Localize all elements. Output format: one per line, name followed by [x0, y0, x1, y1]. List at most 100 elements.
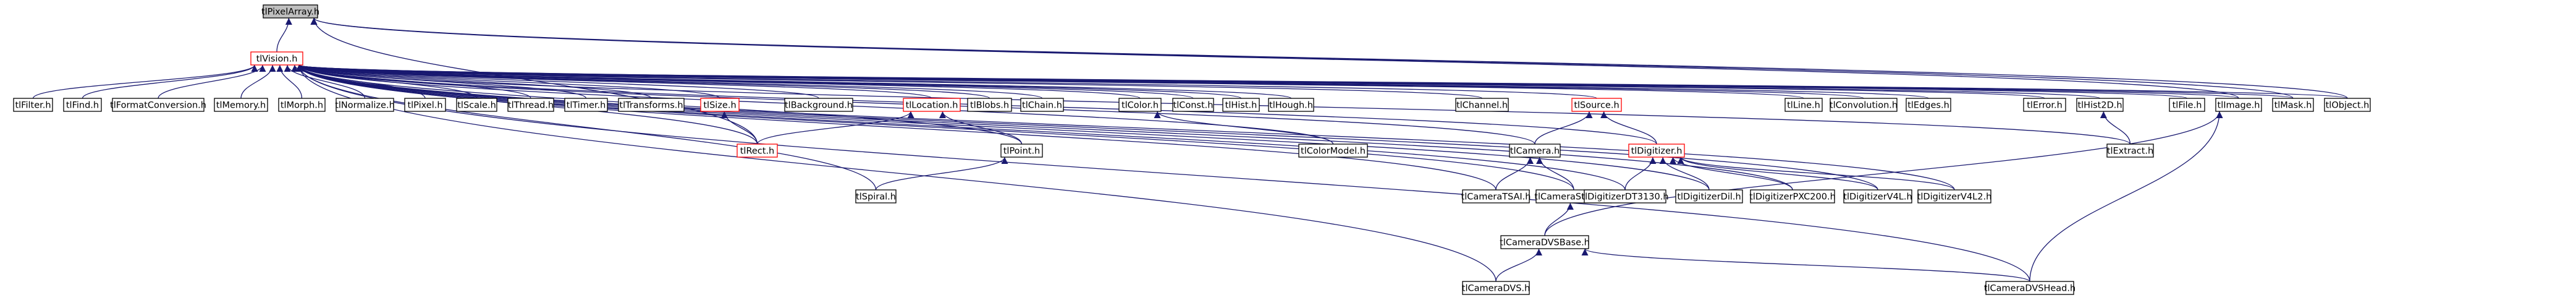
node-tl-digitizer[interactable]: tlDigitizer.h — [1628, 144, 1685, 158]
node-label: tlThread.h — [508, 101, 554, 111]
node-tl-memory[interactable]: tlMemory.h — [214, 98, 268, 112]
node-tl-edges[interactable]: tlEdges.h — [1906, 98, 1951, 112]
node-tl-find[interactable]: tlFind.h — [63, 98, 102, 112]
node-label: tlPixel.h — [407, 101, 442, 111]
node-box — [1830, 98, 1898, 112]
node-tl-mask[interactable]: tlMask.h — [2272, 98, 2314, 112]
node-box — [1020, 98, 1064, 112]
nodes: tlPixelArray.h tlVision.h tlFilter.h tlFind… — [13, 4, 2371, 295]
node-tl-color[interactable]: tlColor.h — [1118, 98, 1162, 112]
node-box — [737, 144, 778, 158]
node-tl-point[interactable]: tlPoint.h — [1000, 144, 1043, 158]
node-tl-transforms[interactable]: tlTransforms.h — [618, 98, 685, 112]
node-tl-size[interactable]: tlSize.h — [700, 98, 740, 112]
node-tl-normalize[interactable]: tlNormalize.h — [335, 98, 395, 112]
node-label: tlCameraDVSBase.h — [1500, 238, 1590, 248]
node-box — [784, 98, 853, 112]
node-label: tlLine.h — [1787, 101, 1820, 111]
node-tl-convolution[interactable]: tlConvolution.h — [1830, 98, 1898, 112]
node-tl-camera[interactable]: tlCamera.h — [1509, 144, 1561, 158]
node-label: tlEdges.h — [1907, 101, 1949, 111]
node-box — [967, 98, 1012, 112]
node-tl-object[interactable]: tlObject.h — [2324, 98, 2371, 112]
node-box — [1750, 189, 1835, 204]
node-tl-rect[interactable]: tlRect.h — [737, 144, 778, 158]
edge-tl-chain-to-tl-vision — [296, 64, 1043, 99]
node-tl-camera-tsai[interactable]: tlCameraTSAI.h — [1461, 189, 1531, 204]
node-tl-camera-dvsbase[interactable]: tlCameraDVSBase.h — [1500, 235, 1590, 249]
node-tl-channel[interactable]: tlChannel.h — [1455, 98, 1509, 112]
node-tl-background[interactable]: tlBackground.h — [784, 98, 853, 112]
node-tl-hist2-d[interactable]: tlHist2D.h — [2076, 98, 2124, 112]
node-tl-image[interactable]: tlImage.h — [2215, 98, 2262, 112]
node-box — [13, 98, 53, 112]
node-tl-timer[interactable]: tlTimer.h — [564, 98, 608, 112]
node-box — [564, 98, 608, 112]
node-box — [2215, 98, 2262, 112]
node-tl-digitizer-dil[interactable]: tlDigitizerDil.h — [1675, 189, 1743, 204]
edge-tl-morph-to-tl-vision — [276, 64, 303, 99]
node-label: tlMorph.h — [281, 101, 323, 111]
node-tl-color-model[interactable]: tlColorModel.h — [1298, 144, 1368, 158]
node-tl-error[interactable]: tlError.h — [2023, 98, 2066, 112]
edge-tl-background-to-tl-vision — [295, 64, 819, 99]
node-tl-digitizer-v4-l[interactable]: tlDigitizerV4L.h — [1843, 189, 1912, 204]
node-label: tlFilter.h — [15, 101, 51, 111]
node-tl-hough[interactable]: tlHough.h — [1268, 98, 1314, 112]
node-tl-pixel-array[interactable]: tlPixelArray.h — [261, 4, 319, 19]
node-tl-morph[interactable]: tlMorph.h — [278, 98, 326, 112]
node-label: tlCameraTSAI.h — [1461, 192, 1531, 202]
edge-tl-camera-dvsbase-to-tl-camera-stereo — [1544, 202, 1574, 236]
node-box — [2023, 98, 2066, 112]
node-tl-format-conversion[interactable]: tlFormatConversion.h — [110, 98, 206, 112]
node-tl-line[interactable]: tlLine.h — [1784, 98, 1823, 112]
node-box — [1455, 98, 1509, 112]
node-tl-extract[interactable]: tlExtract.h — [2106, 144, 2154, 158]
edge-tl-rect-to-tl-size — [720, 111, 758, 145]
node-tl-digitizer-dt3130[interactable]: tlDigitizerDT3130.h — [1581, 189, 1669, 204]
node-label: tlDigitizerPXC200.h — [1749, 192, 1836, 202]
node-tl-thread[interactable]: tlThread.h — [507, 98, 554, 112]
edge-tl-digitizer-dil-to-tl-digitizer — [1659, 156, 1710, 191]
node-tl-spiral[interactable]: tlSpiral.h — [855, 189, 897, 204]
node-box — [214, 98, 268, 112]
node-tl-scale[interactable]: tlScale.h — [456, 98, 497, 112]
edge-tl-object-to-tl-pixel-array — [311, 17, 2348, 99]
node-tl-chain[interactable]: tlChain.h — [1020, 98, 1064, 112]
node-label: tlConst.h — [1173, 101, 1214, 111]
node-label: tlFind.h — [66, 101, 99, 111]
edge-tl-digitizer-v4-l2-to-tl-digitizer — [1677, 156, 1955, 191]
edge-tl-camera-tsai-to-tl-camera — [1495, 156, 1534, 191]
node-label: tlDigitizerDil.h — [1677, 192, 1741, 202]
edge-tl-spiral-to-tl-vision — [295, 64, 877, 191]
node-tl-const[interactable]: tlConst.h — [1172, 98, 1214, 112]
node-label: tlSpiral.h — [856, 192, 896, 202]
node-label: tlMask.h — [2274, 101, 2312, 111]
node-tl-filter[interactable]: tlFilter.h — [13, 98, 53, 112]
node-box — [1172, 98, 1214, 112]
node-label: tlExtract.h — [2107, 147, 2153, 156]
node-tl-digitizer-v4-l2[interactable]: tlDigitizerV4L2.h — [1917, 189, 1992, 204]
node-tl-blobs[interactable]: tlBlobs.h — [967, 98, 1012, 112]
node-label: tlColor.h — [1121, 101, 1159, 111]
node-tl-camera-dvs[interactable]: tlCameraDVS.h — [1462, 281, 1530, 295]
edge-tl-normalize-to-tl-vision — [284, 64, 366, 99]
edge-tl-camera-stereo-to-tl-camera — [1536, 156, 1574, 191]
node-box — [1222, 98, 1260, 112]
node-box — [1917, 189, 1991, 204]
edge-tl-point-to-tl-location — [939, 111, 1023, 145]
node-label: tlDigitizer.h — [1631, 147, 1683, 156]
node-tl-pixel[interactable]: tlPixel.h — [404, 98, 446, 112]
node-tl-digitizer-pxc200[interactable]: tlDigitizerPXC200.h — [1749, 189, 1836, 204]
edge-tl-camera-dvshead-to-tl-camera-dvsbase — [1581, 248, 2030, 282]
node-box — [263, 4, 318, 19]
node-tl-hist[interactable]: tlHist.h — [1222, 98, 1260, 112]
node-tl-location[interactable]: tlLocation.h — [903, 98, 961, 112]
node-tl-camera-dvshead[interactable]: tlCameraDVSHead.h — [1984, 281, 2076, 295]
node-tl-source[interactable]: tlSource.h — [1571, 98, 1622, 112]
node-tl-file[interactable]: tlFile.h — [2169, 98, 2205, 112]
edge-tl-rect-to-tl-location — [756, 111, 914, 145]
edge-tl-camera-tsai-to-tl-vision — [295, 64, 1497, 191]
node-box — [2272, 98, 2314, 112]
node-tl-vision[interactable]: tlVision.h — [250, 51, 303, 66]
